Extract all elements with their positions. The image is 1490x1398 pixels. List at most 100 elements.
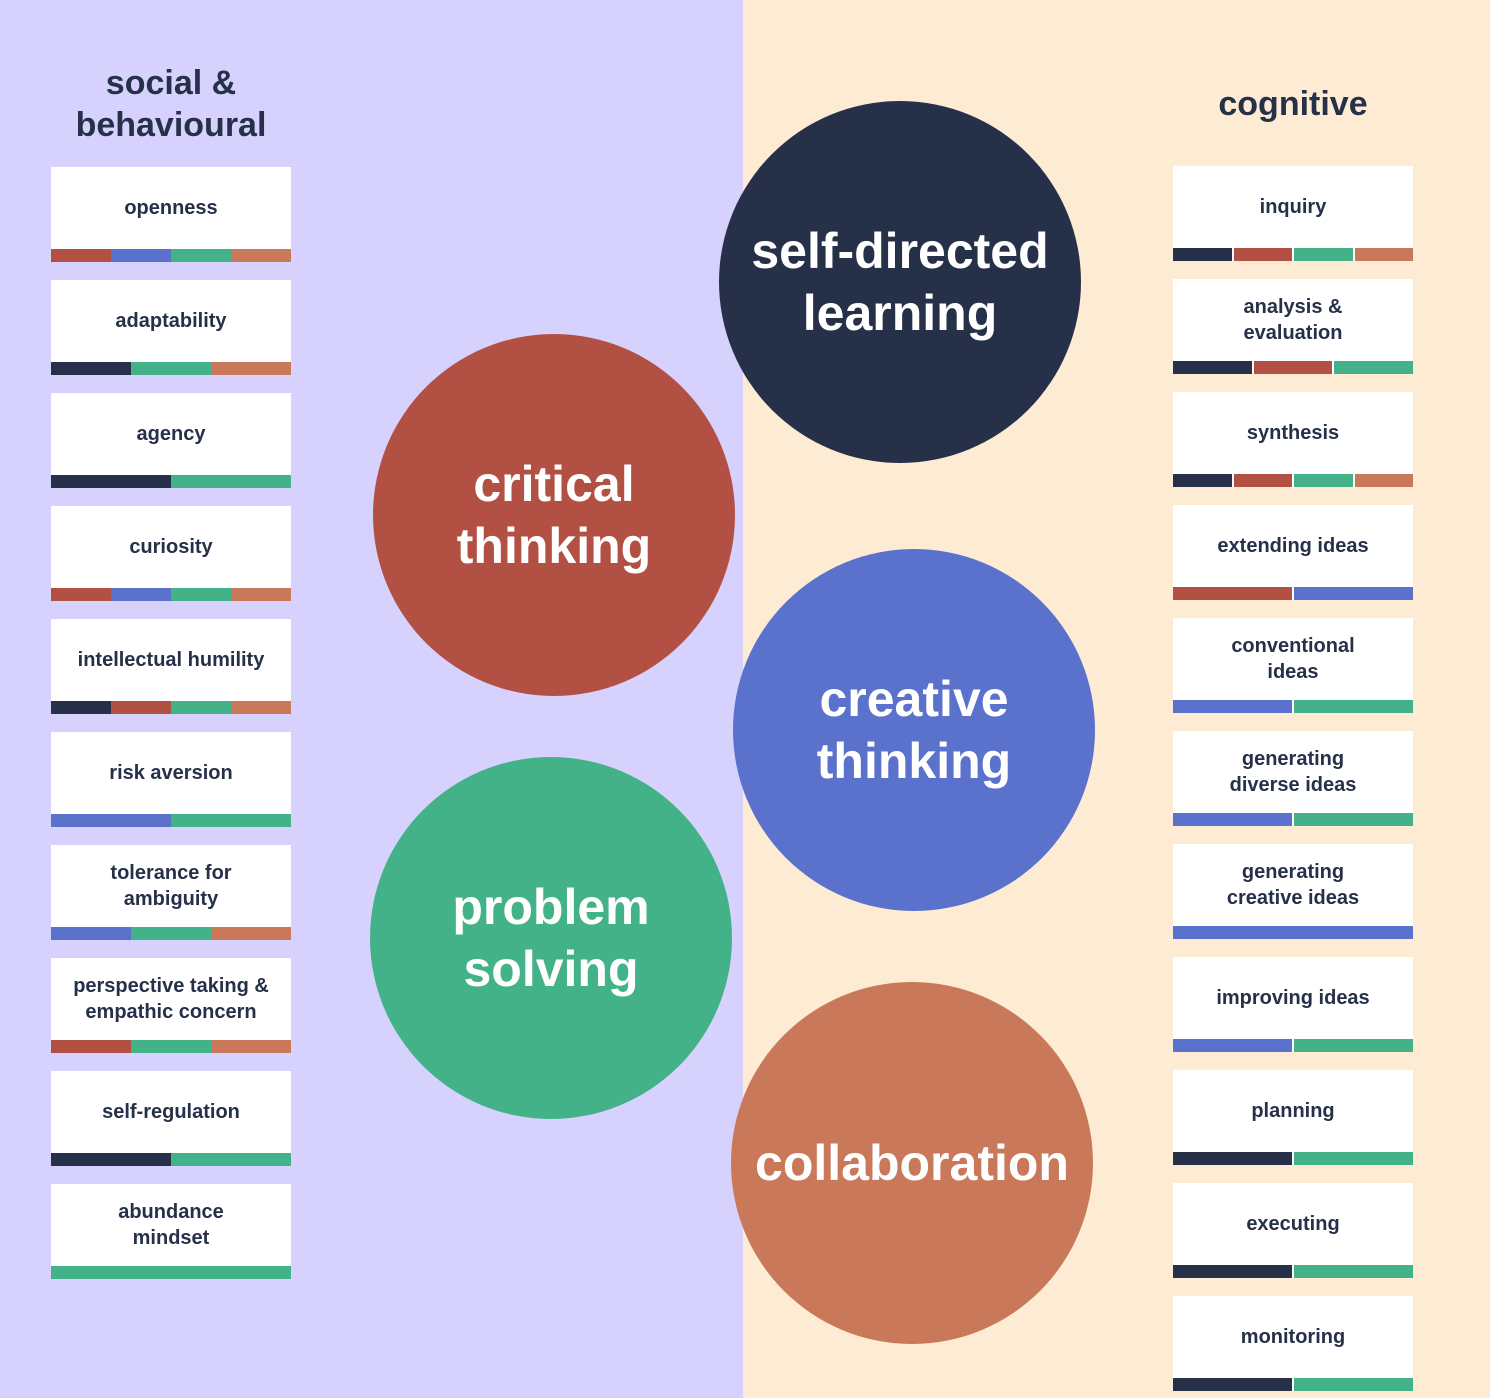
competency-bar bbox=[51, 927, 291, 940]
bar-segment-problem bbox=[51, 1266, 291, 1279]
skill-card: inquiry bbox=[1173, 166, 1413, 261]
skill-card: synthesis bbox=[1173, 392, 1413, 487]
bar-segment-critical bbox=[51, 249, 111, 262]
skill-label: intellectual humility bbox=[77, 649, 265, 671]
skill-card: perspective taking & empathic concern bbox=[51, 958, 291, 1053]
competency-bar bbox=[51, 701, 291, 714]
skill-card: monitoring bbox=[1173, 1296, 1413, 1391]
bar-segment-collaboration bbox=[211, 362, 291, 375]
competency-bar bbox=[51, 1266, 291, 1279]
bar-segment-problem bbox=[1292, 813, 1413, 826]
circle-creative-thinking: creative thinking bbox=[733, 549, 1095, 911]
skill-label: generating creative ideas bbox=[1226, 861, 1360, 909]
skill-card: adaptability bbox=[51, 280, 291, 375]
circle-problem-solving: problem solving bbox=[370, 757, 732, 1119]
bar-segment-problem bbox=[171, 814, 291, 827]
bar-segment-problem bbox=[1292, 1378, 1413, 1391]
bar-segment-collaboration bbox=[211, 1040, 291, 1053]
bar-segment-critical bbox=[51, 588, 111, 601]
circle-self-directed-learning: self-directed learning bbox=[719, 101, 1081, 463]
bar-segment-critical bbox=[1231, 474, 1292, 487]
skill-label: agency bbox=[136, 423, 206, 445]
skill-label: monitoring bbox=[1240, 1326, 1346, 1348]
skill-card: executing bbox=[1173, 1183, 1413, 1278]
competency-bar bbox=[1173, 926, 1413, 939]
bar-segment-collaboration bbox=[231, 249, 291, 262]
bar-segment-creative bbox=[111, 588, 171, 601]
skill-label: abundance mindset bbox=[118, 1201, 224, 1249]
skill-label: inquiry bbox=[1259, 196, 1327, 218]
skill-card: improving ideas bbox=[1173, 957, 1413, 1052]
skill-card: risk aversion bbox=[51, 732, 291, 827]
competency-bar bbox=[1173, 1378, 1413, 1391]
bar-segment-self-directed bbox=[1173, 1265, 1292, 1278]
bar-segment-collaboration bbox=[211, 927, 291, 940]
social-behavioural-title: social & behavioural bbox=[75, 64, 267, 144]
skill-label: conventional ideas bbox=[1231, 635, 1355, 683]
bar-segment-self-directed bbox=[1173, 361, 1252, 374]
skill-label: risk aversion bbox=[109, 762, 233, 784]
skill-card: planning bbox=[1173, 1070, 1413, 1165]
circle-collaboration: collaboration bbox=[731, 982, 1093, 1344]
competency-bar bbox=[1173, 248, 1413, 261]
circle-critical-thinking: critical thinking bbox=[373, 334, 735, 696]
bar-segment-problem bbox=[131, 927, 211, 940]
bar-segment-collaboration bbox=[1352, 248, 1413, 261]
bar-segment-problem bbox=[1292, 248, 1353, 261]
skill-label: executing bbox=[1246, 1213, 1340, 1235]
bar-segment-creative bbox=[51, 927, 131, 940]
bar-segment-problem bbox=[1292, 1152, 1413, 1165]
skill-label: adaptability bbox=[115, 310, 227, 332]
competency-bar bbox=[51, 475, 291, 488]
bar-segment-self-directed bbox=[1173, 474, 1232, 487]
bar-segment-problem bbox=[171, 701, 231, 714]
skill-card: generating diverse ideas bbox=[1173, 731, 1413, 826]
bar-segment-self-directed bbox=[1173, 1152, 1292, 1165]
bar-segment-creative bbox=[1173, 1039, 1292, 1052]
bar-segment-self-directed bbox=[51, 475, 171, 488]
competency-bar bbox=[1173, 361, 1414, 374]
skill-card: generating creative ideas bbox=[1173, 844, 1413, 939]
bar-segment-problem bbox=[171, 475, 291, 488]
bar-segment-self-directed bbox=[51, 362, 131, 375]
bar-segment-critical bbox=[111, 701, 171, 714]
skill-card: curiosity bbox=[51, 506, 291, 601]
skill-card: agency bbox=[51, 393, 291, 488]
bar-segment-self-directed bbox=[51, 701, 111, 714]
bar-segment-critical bbox=[1231, 248, 1292, 261]
skill-label: perspective taking & empathic concern bbox=[73, 975, 269, 1023]
competency-bar bbox=[1173, 1152, 1413, 1165]
skill-label: planning bbox=[1251, 1100, 1335, 1122]
competency-bar bbox=[51, 362, 291, 375]
bar-segment-problem bbox=[171, 249, 231, 262]
bar-segment-collaboration bbox=[1352, 474, 1413, 487]
bar-segment-problem bbox=[171, 588, 231, 601]
bar-segment-problem bbox=[131, 1040, 211, 1053]
skill-card: openness bbox=[51, 167, 291, 262]
bar-segment-critical bbox=[1251, 361, 1333, 374]
bar-segment-problem bbox=[1292, 474, 1353, 487]
competency-bar bbox=[1173, 587, 1413, 600]
skill-label: self-regulation bbox=[102, 1101, 240, 1123]
skill-label: analysis & evaluation bbox=[1243, 296, 1343, 344]
competency-bar bbox=[51, 249, 291, 262]
skill-card: tolerance for ambiguity bbox=[51, 845, 291, 940]
bar-segment-creative bbox=[1173, 813, 1292, 826]
bar-segment-problem bbox=[171, 1153, 291, 1166]
skill-label: openness bbox=[124, 197, 218, 219]
bar-segment-self-directed bbox=[51, 1153, 171, 1166]
skill-card: self-regulation bbox=[51, 1071, 291, 1166]
skill-card: abundance mindset bbox=[51, 1184, 291, 1279]
bar-segment-creative bbox=[51, 814, 171, 827]
skill-card: analysis & evaluation bbox=[1173, 279, 1414, 374]
bar-segment-critical bbox=[1173, 587, 1292, 600]
bar-segment-creative bbox=[1173, 700, 1292, 713]
skill-label: generating diverse ideas bbox=[1229, 748, 1357, 796]
bar-segment-problem bbox=[1332, 361, 1414, 374]
competency-bar bbox=[51, 588, 291, 601]
skill-label: extending ideas bbox=[1217, 535, 1369, 557]
bar-segment-problem bbox=[131, 362, 211, 375]
bar-segment-creative bbox=[111, 249, 171, 262]
bar-segment-problem bbox=[1292, 1265, 1413, 1278]
bar-segment-creative bbox=[1292, 587, 1413, 600]
